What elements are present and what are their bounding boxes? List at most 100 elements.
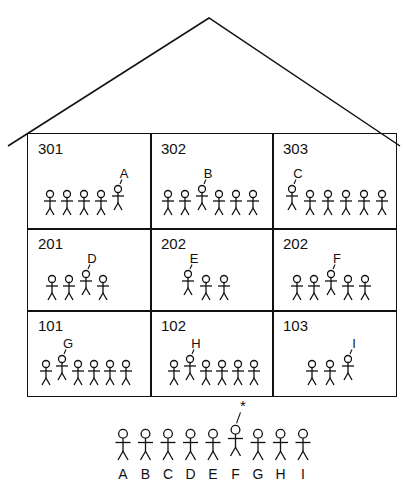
figure-head [250, 191, 257, 198]
leader-line [350, 350, 352, 355]
figure-legs [310, 293, 318, 300]
figure-arms [183, 442, 198, 443]
figure-legs [80, 208, 88, 215]
figure-body [93, 368, 94, 379]
figure-arms [196, 195, 208, 196]
room-box: 301A [27, 133, 152, 230]
figure-legs [288, 203, 296, 210]
room-number: 302 [161, 141, 186, 156]
figure-body [313, 283, 314, 294]
figure-arms [120, 370, 132, 371]
person-letter: C [293, 166, 302, 179]
figure-legs [186, 451, 196, 460]
figure-body [184, 198, 185, 209]
stick-figure [63, 276, 75, 301]
figure-legs [344, 293, 352, 300]
figure-arms [286, 195, 298, 196]
stick-figure [184, 356, 196, 381]
figure-body [237, 368, 238, 379]
stick-figure [46, 276, 58, 301]
figure-head [233, 191, 240, 198]
figure-legs [378, 208, 386, 215]
figure-legs [122, 378, 130, 385]
figure-head [328, 271, 335, 278]
figure-arms [162, 200, 174, 201]
figure-body [291, 193, 292, 204]
figure-legs [234, 378, 242, 385]
figure-head [187, 356, 194, 363]
figure-body [345, 198, 346, 209]
figure-arms [340, 200, 352, 201]
figure-arms [342, 285, 354, 286]
figure-legs [220, 293, 228, 300]
stick-figure [138, 429, 153, 460]
figure-legs [186, 373, 194, 380]
figure-head [289, 186, 296, 193]
figure-legs [344, 373, 352, 380]
stick-figure [359, 276, 371, 301]
person-letter: A [118, 467, 127, 481]
room-box: 201D [27, 228, 152, 312]
figure-legs [99, 293, 107, 300]
figure-arms [308, 285, 320, 286]
figure-head [47, 191, 54, 198]
figure-arms [46, 285, 58, 286]
figure-arms [200, 370, 212, 371]
figure-arms [296, 442, 311, 443]
figure-legs [215, 208, 223, 215]
person-letter: G [63, 336, 73, 349]
figure-head [119, 429, 128, 438]
figure-head [199, 186, 206, 193]
stick-figure [322, 191, 334, 216]
figure-body [205, 283, 206, 294]
figure-head [115, 186, 122, 193]
figure-body [309, 198, 310, 209]
figure-body [173, 368, 174, 379]
figure-head [186, 429, 195, 438]
person-letter: B [141, 467, 150, 481]
figure-body [122, 438, 123, 451]
figure-arms [251, 442, 266, 443]
figure-body [167, 198, 168, 209]
stick-figure [182, 271, 194, 296]
stick-figure [228, 425, 243, 456]
figure-arms [44, 200, 56, 201]
figure-body [223, 283, 224, 294]
figure-head [362, 276, 369, 283]
stick-figure [200, 361, 212, 386]
figure-body [125, 368, 126, 379]
figure-body [51, 283, 52, 294]
stick-figure [342, 276, 354, 301]
figure-arms [230, 200, 242, 201]
stick-figure [80, 271, 92, 296]
figure-legs [342, 208, 350, 215]
figure-arms [80, 280, 92, 281]
figure-head [91, 361, 98, 368]
leader-line [192, 350, 194, 355]
figure-body [66, 198, 67, 209]
figure-arms [322, 200, 334, 201]
stick-figure [248, 361, 260, 386]
stick-figure [358, 191, 370, 216]
figure-arms [138, 442, 153, 443]
leader-line [204, 180, 206, 185]
stick-figure [218, 276, 230, 301]
figure-legs [208, 451, 218, 460]
figure-legs [97, 208, 105, 215]
figure-arms [200, 285, 212, 286]
figure-arms [168, 370, 180, 371]
room-number: 201 [38, 236, 63, 251]
figure-arms [88, 370, 100, 371]
figure-head [171, 361, 178, 368]
stick-figure [116, 429, 131, 460]
figure-legs [198, 203, 206, 210]
figure-legs [82, 288, 90, 295]
figure-body [190, 438, 191, 451]
figure-body [221, 368, 222, 379]
figure-head [231, 425, 240, 434]
figure-head [343, 191, 350, 198]
leader-line [294, 180, 296, 185]
figure-legs [65, 293, 73, 300]
figure-head [379, 191, 386, 198]
